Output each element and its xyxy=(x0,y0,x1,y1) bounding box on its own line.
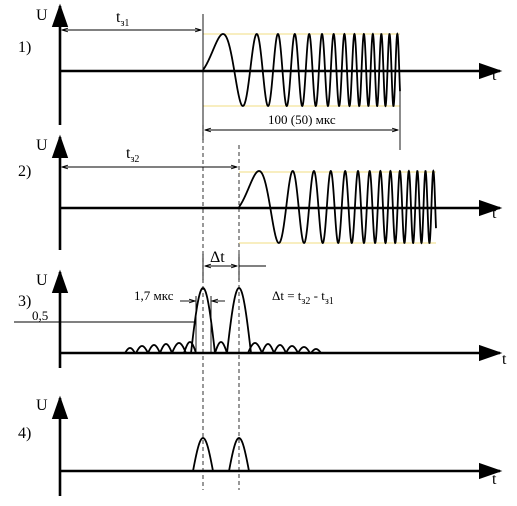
panel-4-t-label: t xyxy=(492,471,497,488)
panel-1: U t 1) tз1 100 (50) мкс xyxy=(18,3,503,150)
panel-1-t-label: t xyxy=(492,67,497,84)
delta-t-equation: Δt = tз2 - tз1 xyxy=(272,288,334,307)
panel-3-u-label: U xyxy=(36,272,48,289)
panel-2-t-label: t xyxy=(492,205,497,222)
panel-2-u-label: U xyxy=(36,137,48,154)
panel-2-label: 2) xyxy=(18,163,31,180)
panel-4-u-label: U xyxy=(36,397,48,414)
panel-3-t-label: t xyxy=(502,351,507,368)
detected-pulse-2 xyxy=(228,437,250,472)
delta-t-label: Δt xyxy=(210,249,225,266)
panel-2-chirp-signal xyxy=(238,169,437,245)
duration-label: 100 (50) мкс xyxy=(268,112,336,127)
t31-label: tз1 xyxy=(116,9,129,29)
correlation-peak-1 xyxy=(190,287,216,354)
panel-3-sidelobes xyxy=(124,341,322,354)
panel-2: U t 2) tз2 xyxy=(18,134,503,250)
panel-4-label: 4) xyxy=(18,425,31,442)
width-label: 1,7 мкс xyxy=(134,288,174,303)
level-label: 0,5 xyxy=(32,308,48,323)
panel-1-chirp-signal xyxy=(202,32,401,108)
t32-label: tз2 xyxy=(126,145,139,165)
panel-1-u-label: U xyxy=(36,7,48,24)
panel-3: U t 3) 0,5 Δt 1,7 мкс Δt = tз2 - tз1 xyxy=(14,249,507,368)
panel-3-label: 3) xyxy=(18,293,31,310)
panel-4: U t 4) xyxy=(18,395,503,496)
panel-1-label: 1) xyxy=(18,39,31,56)
detected-pulse-1 xyxy=(192,437,214,472)
correlation-peak-2 xyxy=(226,287,252,354)
